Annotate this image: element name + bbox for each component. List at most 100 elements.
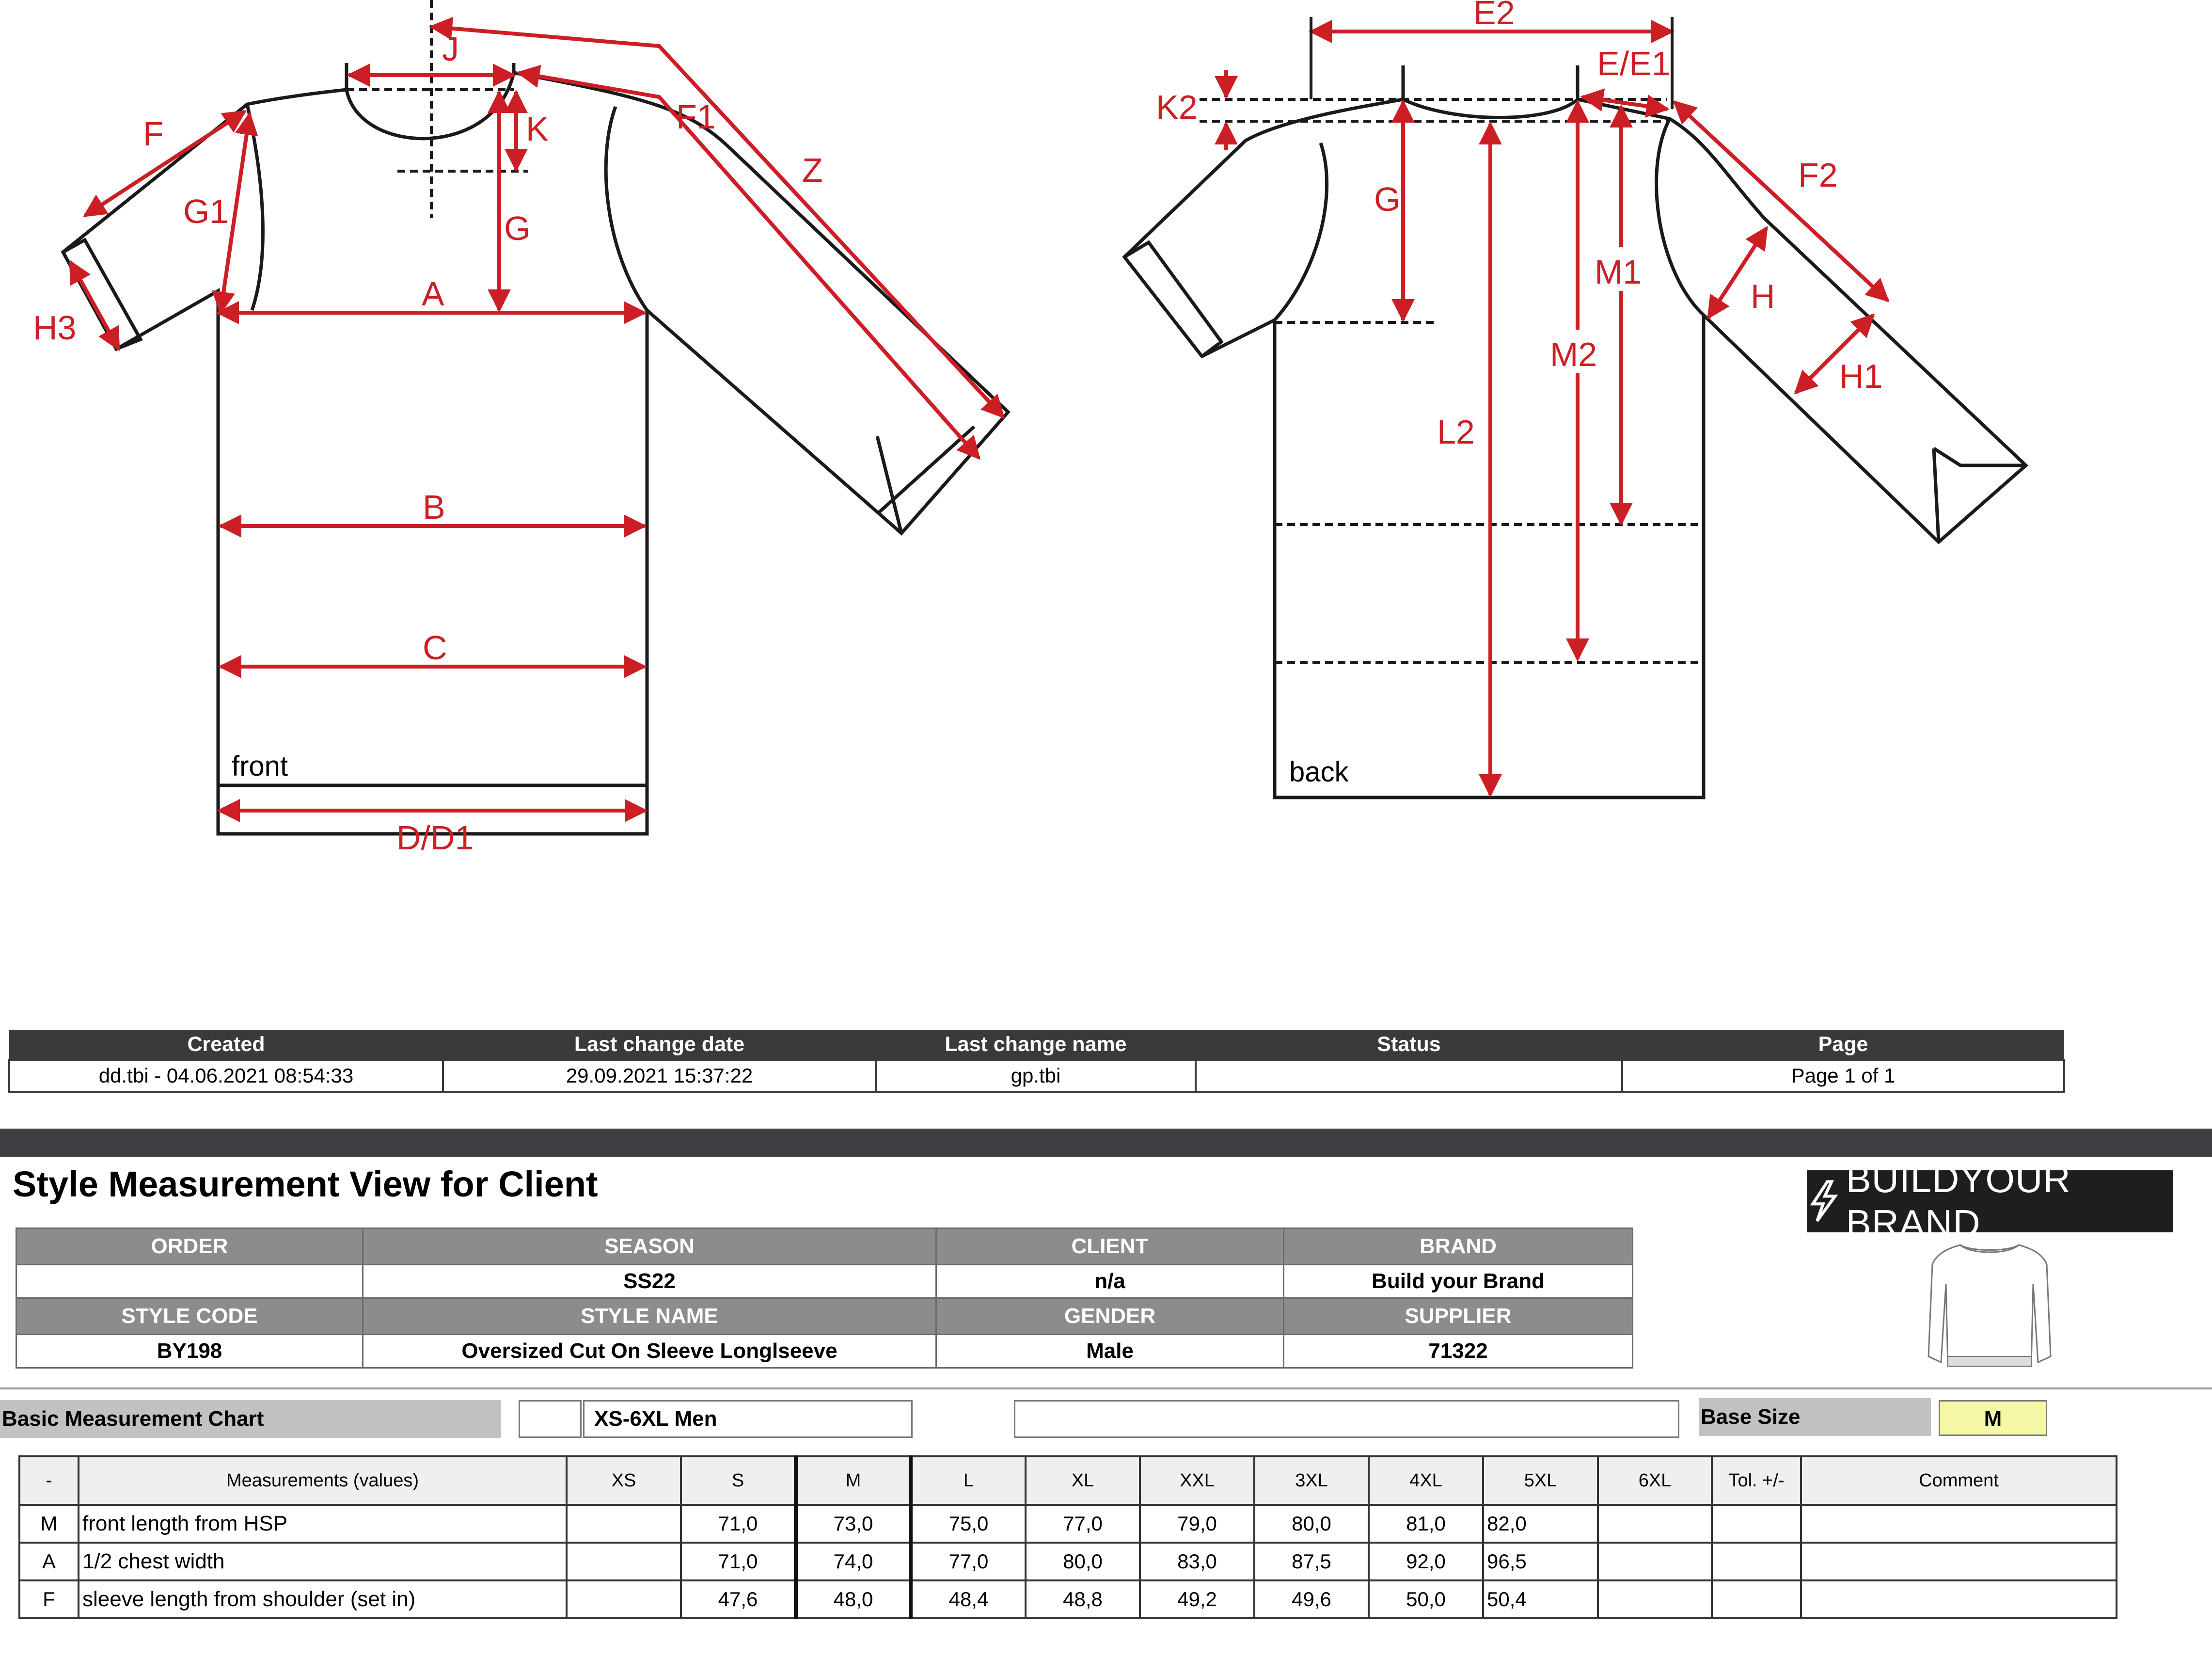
label-G-back: G	[1374, 180, 1400, 218]
col-l: L	[909, 1455, 1027, 1506]
cell-xs[interactable]	[566, 1504, 682, 1544]
garment-thumbnail	[1928, 1244, 2052, 1367]
row-code: A	[18, 1542, 79, 1581]
chart-comment-field[interactable]	[1014, 1400, 1679, 1438]
label-K2: K2	[1156, 88, 1198, 126]
cell-l[interactable]: 77,0	[909, 1542, 1027, 1581]
header-supplier: SUPPLIER	[1283, 1297, 1633, 1335]
header-gender: GENDER	[935, 1297, 1284, 1335]
cell-s[interactable]: 71,0	[680, 1542, 797, 1581]
cell-5xl[interactable]: 82,0	[1482, 1504, 1599, 1544]
label-D: D/D1	[396, 819, 474, 853]
table-row: F sleeve length from shoulder (set in) 4…	[18, 1579, 2117, 1619]
row-code: F	[18, 1579, 79, 1619]
cell-comment[interactable]	[1800, 1504, 2117, 1544]
cell-tolerance[interactable]	[1711, 1542, 1802, 1581]
cell-4xl[interactable]: 81,0	[1368, 1504, 1484, 1544]
cell-5xl[interactable]: 50,4	[1482, 1579, 1599, 1619]
document-info-table: Created Last change date Last change nam…	[8, 1030, 2065, 1093]
label-B: B	[423, 488, 445, 526]
order-value	[16, 1264, 363, 1299]
cell-tolerance[interactable]	[1711, 1504, 1802, 1544]
label-E-E1: E/E1	[1597, 45, 1671, 82]
header-style-code: STYLE CODE	[16, 1297, 363, 1335]
base-size-value[interactable]: M	[1939, 1400, 2047, 1436]
label-K: K	[526, 110, 549, 148]
front-measure-labels: J F1 Z F K G1 G H3 A B C D/D1 front	[33, 30, 823, 853]
gender-value: Male	[935, 1334, 1284, 1369]
cell-6xl[interactable]	[1597, 1579, 1713, 1619]
cell-s[interactable]: 47,6	[680, 1579, 797, 1619]
cell-l[interactable]: 75,0	[909, 1504, 1027, 1544]
row-measurement-name: 1/2 chest width	[78, 1542, 568, 1581]
cell-6xl[interactable]	[1597, 1542, 1713, 1581]
season-value: SS22	[362, 1264, 937, 1299]
cell-xs[interactable]	[566, 1579, 682, 1619]
col-3xl: 3XL	[1253, 1455, 1370, 1506]
header-order: ORDER	[16, 1228, 363, 1265]
label-H1: H1	[1839, 357, 1882, 395]
cell-3xl[interactable]: 80,0	[1253, 1504, 1370, 1544]
section-separator-bar	[0, 1129, 2212, 1157]
info-header-last-change-date: Last change date	[443, 1030, 876, 1060]
cell-xxl[interactable]: 83,0	[1139, 1542, 1255, 1581]
cell-comment[interactable]	[1800, 1579, 2117, 1619]
cell-m[interactable]: 48,0	[794, 1579, 912, 1619]
label-J: J	[442, 30, 459, 68]
label-L2: L2	[1437, 413, 1475, 451]
info-header-row: Created Last change date Last change nam…	[9, 1030, 2064, 1060]
col-5xl: 5XL	[1482, 1455, 1599, 1506]
supplier-value: 71322	[1283, 1334, 1633, 1369]
table-row: M front length from HSP 71,0 73,0 75,0 7…	[18, 1504, 2117, 1544]
col-m: M	[794, 1455, 912, 1506]
cell-m[interactable]: 74,0	[794, 1542, 912, 1581]
cell-4xl[interactable]: 92,0	[1368, 1542, 1484, 1581]
label-G: G	[504, 209, 530, 247]
cell-s[interactable]: 71,0	[680, 1504, 797, 1544]
cell-l[interactable]: 48,4	[909, 1579, 1027, 1619]
info-last-change-name-value: gp.tbi	[875, 1059, 1197, 1093]
label-E2: E2	[1473, 0, 1515, 32]
label-H: H	[1751, 277, 1775, 315]
col-xl: XL	[1025, 1455, 1141, 1506]
base-size-label: Base Size	[1699, 1398, 1931, 1436]
brand-value: Build your Brand	[1283, 1264, 1633, 1299]
cell-m[interactable]: 73,0	[794, 1504, 912, 1544]
info-header-created: Created	[9, 1030, 443, 1060]
label-F2: F2	[1798, 156, 1838, 194]
page-title: Style Measurement View for Client	[13, 1164, 598, 1204]
lightning-icon	[1810, 1180, 1838, 1222]
style-info-table: ORDER SEASON CLIENT BRAND SS22 n/a Build…	[16, 1228, 1633, 1369]
cell-xs[interactable]	[566, 1542, 682, 1581]
back-measure-lines	[1215, 17, 1890, 797]
cell-comment[interactable]	[1800, 1542, 2117, 1581]
measurement-table: - Measurements (values) XS S M L XL XXL …	[18, 1455, 2117, 1619]
col-s: S	[680, 1455, 797, 1506]
style-header-row-2: STYLE CODE STYLE NAME GENDER SUPPLIER	[16, 1297, 1633, 1335]
cell-xxl[interactable]: 79,0	[1139, 1504, 1255, 1544]
cell-6xl[interactable]	[1597, 1504, 1713, 1544]
cell-tolerance[interactable]	[1711, 1579, 1802, 1619]
cell-xl[interactable]: 48,8	[1025, 1579, 1141, 1619]
header-style-name: STYLE NAME	[362, 1297, 937, 1335]
col-6xl: 6XL	[1597, 1455, 1713, 1506]
cell-4xl[interactable]: 50,0	[1368, 1579, 1484, 1619]
cell-3xl[interactable]: 49,6	[1253, 1579, 1370, 1619]
label-A: A	[422, 275, 444, 313]
col-code: -	[18, 1455, 79, 1506]
cell-xl[interactable]: 77,0	[1025, 1504, 1141, 1544]
info-created-value: dd.tbi - 04.06.2021 08:54:33	[8, 1059, 444, 1093]
cell-3xl[interactable]: 87,5	[1253, 1542, 1370, 1581]
basic-measurement-chart-label: Basic Measurement Chart	[0, 1400, 501, 1438]
cell-xxl[interactable]: 49,2	[1139, 1579, 1255, 1619]
section-divider	[0, 1387, 2212, 1389]
cell-xl[interactable]: 80,0	[1025, 1542, 1141, 1581]
client-value: n/a	[935, 1264, 1284, 1299]
back-garment	[1122, 65, 2029, 799]
back-caption: back	[1289, 756, 1349, 788]
chart-option-box[interactable]	[519, 1400, 582, 1438]
cell-5xl[interactable]: 96,5	[1482, 1542, 1599, 1581]
size-range-field[interactable]: XS-6XL Men	[583, 1400, 913, 1438]
table-row: A 1/2 chest width 71,0 74,0 77,0 80,0 83…	[18, 1542, 2117, 1581]
label-G1: G1	[183, 192, 228, 230]
